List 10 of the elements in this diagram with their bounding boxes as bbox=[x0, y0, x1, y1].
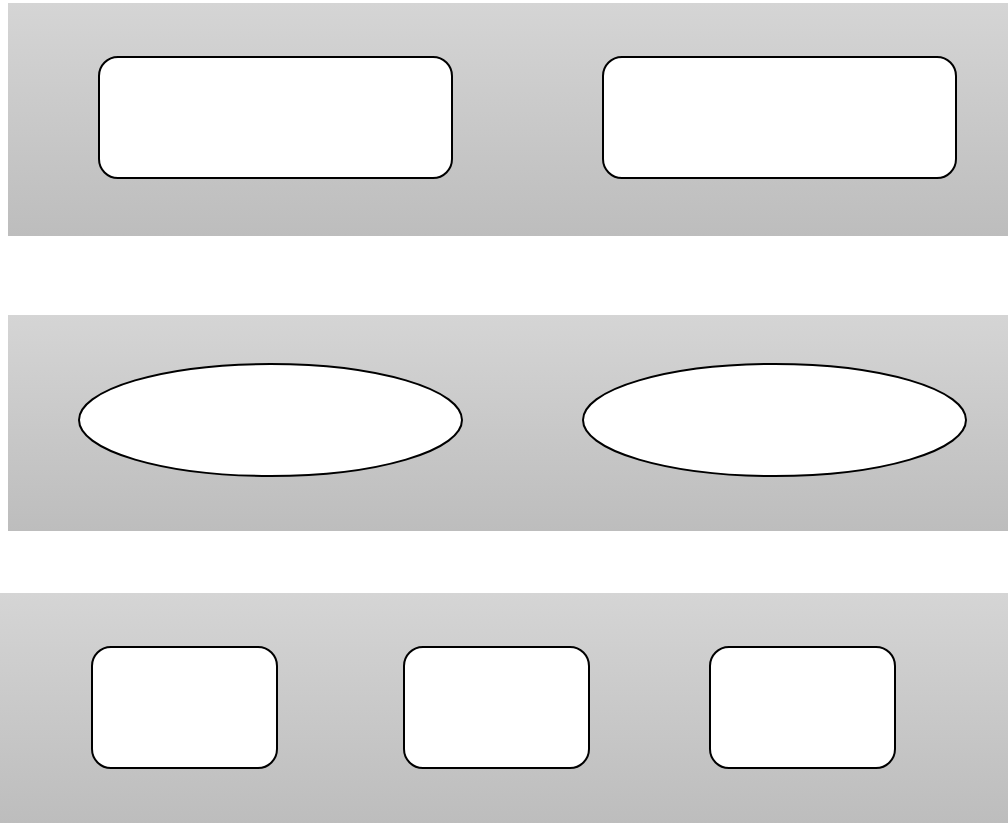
rounded-rectangle bbox=[709, 646, 896, 769]
panel-background bbox=[0, 593, 1008, 823]
ellipse bbox=[78, 363, 463, 477]
rounded-rectangle bbox=[602, 56, 957, 179]
panel-background bbox=[8, 315, 1008, 531]
rounded-rectangle bbox=[403, 646, 590, 769]
panel-background bbox=[8, 3, 1008, 236]
rounded-rectangle bbox=[98, 56, 453, 179]
rounded-rectangle bbox=[91, 646, 278, 769]
ellipse bbox=[582, 363, 967, 477]
